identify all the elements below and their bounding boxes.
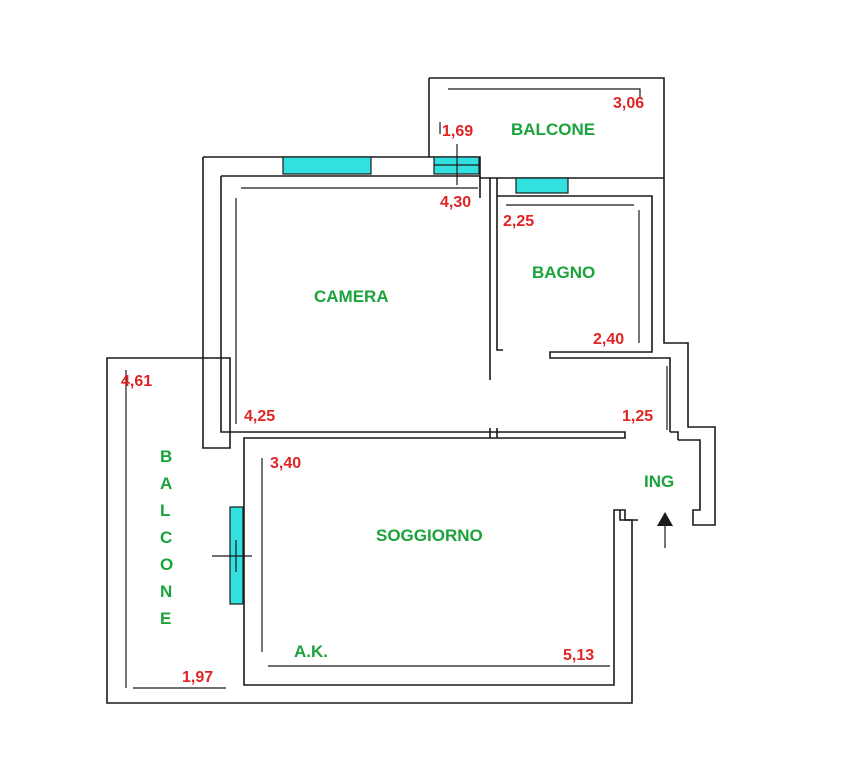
room-label-camera: CAMERA (314, 287, 389, 306)
up-arrow-icon (657, 512, 673, 548)
room-label-bagno: BAGNO (532, 263, 595, 282)
dim-soggiorno-width: 5,13 (563, 647, 594, 664)
dim-camera-width: 4,30 (440, 194, 471, 211)
door-markers (212, 122, 479, 572)
interior-guides (125, 187, 668, 689)
dim-camera-depth: 4,25 (244, 408, 275, 425)
balcone-letter: A (160, 474, 172, 493)
dim-balcone-left-width: 1,97 (182, 669, 213, 686)
dim-balcone-left-length: 4,61 (121, 373, 152, 390)
dim-balcone-top-width: 3,06 (613, 95, 644, 112)
dim-ingresso: 1,25 (622, 408, 653, 425)
room-label-soggiorno: SOGGIORNO (376, 526, 483, 545)
room-label-ing: ING (644, 472, 674, 491)
room-label-balcone: BALCONE (511, 120, 595, 139)
balcone-letter: C (160, 528, 172, 547)
dim-balcone-top-depth: 1,69 (442, 123, 473, 140)
balcone-letter: E (160, 609, 171, 628)
dim-soggiorno-depth: 3,40 (270, 455, 301, 472)
window-bagno-top (515, 177, 569, 194)
outer-walls (106, 156, 716, 704)
dim-bagno-width: 2,25 (503, 213, 534, 230)
balcone-letter: L (160, 501, 170, 520)
room-label-balcone-vertical: B A L C O N E (160, 447, 173, 628)
window-camera-top (282, 156, 372, 175)
dim-bagno-depth: 2,40 (593, 331, 624, 348)
balcone-letter: B (160, 447, 172, 466)
room-label-ak: A.K. (294, 642, 328, 661)
balcone-top-outline (428, 77, 665, 178)
balcone-letter: N (160, 582, 172, 601)
balcone-letter: O (160, 555, 173, 574)
